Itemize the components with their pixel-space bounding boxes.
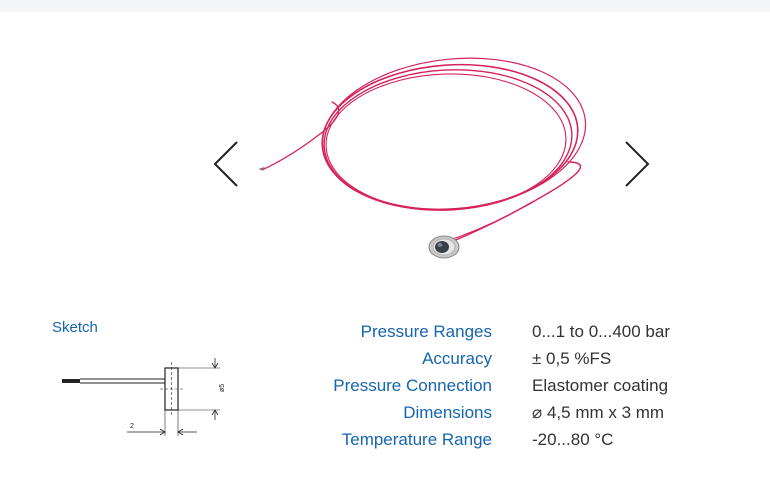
spec-value: ⌀ 4,5 mm x 3 mm: [532, 402, 665, 422]
sensor-sketch-drawing: ø5 2: [62, 358, 226, 436]
diameter-dimension-label: ø5: [219, 384, 226, 392]
spec-label: Pressure Ranges: [360, 321, 492, 341]
spec-row-pressure-ranges: Pressure Ranges 0...1 to 0...400 bar: [300, 318, 740, 345]
product-image: [259, 57, 587, 259]
spec-row-accuracy: Accuracy ± 0,5 %FS: [300, 345, 740, 372]
spec-label: Pressure Connection: [333, 375, 492, 395]
sensor-element: [428, 235, 460, 259]
spec-value: -20...80 °C: [532, 429, 614, 449]
spec-label: Dimensions: [403, 402, 492, 422]
chevron-left-icon: [213, 141, 238, 187]
spec-value: Elastomer coating: [532, 375, 669, 395]
spec-row-dimensions: Dimensions ⌀ 4,5 mm x 3 mm: [300, 399, 740, 426]
spec-value: 0...1 to 0...400 bar: [532, 321, 670, 341]
chevron-right-icon: [625, 141, 650, 187]
carousel-prev-button[interactable]: [206, 134, 246, 194]
top-bar: [0, 0, 770, 12]
specifications-table: Pressure Ranges 0...1 to 0...400 bar Acc…: [300, 318, 740, 453]
spec-value: ± 0,5 %FS: [532, 348, 612, 368]
length-dimension-label: 2: [130, 423, 134, 430]
spec-row-pressure-connection: Pressure Connection Elastomer coating: [300, 372, 740, 399]
spec-label: Temperature Range: [341, 429, 492, 449]
spec-row-temperature-range: Temperature Range -20...80 °C: [300, 426, 740, 453]
spec-label: Accuracy: [422, 348, 492, 368]
sketch-heading: Sketch: [52, 319, 98, 336]
carousel-next-button[interactable]: [617, 134, 657, 194]
product-image-carousel: [0, 12, 770, 297]
